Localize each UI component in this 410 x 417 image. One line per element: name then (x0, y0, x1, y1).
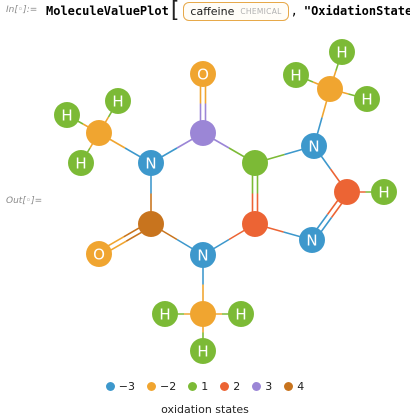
atom-c3a (242, 150, 268, 176)
entity-type-label: CHEMICAL (240, 6, 282, 16)
atom-symbol: H (75, 155, 86, 173)
open-bracket: [ (170, 0, 180, 23)
atom-symbol: H (235, 306, 246, 324)
legend-item: −2 (147, 380, 176, 393)
legend-label: 4 (297, 380, 305, 393)
atom-h1b: H (105, 88, 131, 114)
atom-h3a: H (152, 301, 178, 327)
atom-disc (283, 62, 309, 88)
atom-c6 (138, 211, 164, 237)
atom-h1c: H (68, 150, 94, 176)
atom-cm3 (190, 301, 216, 327)
atom-disc (317, 76, 343, 102)
legend-swatch-icon (147, 382, 156, 391)
atom-disc (86, 241, 112, 267)
output-cell-label: Out[◦]= (6, 196, 43, 206)
entity-name: caffeine (190, 4, 235, 18)
atom-otop: O (190, 61, 216, 87)
atom-disc (354, 86, 380, 112)
atom-h7b: H (329, 39, 355, 65)
atom-cm1 (86, 120, 112, 146)
atom-symbol: H (159, 306, 170, 324)
atom-disc (371, 179, 397, 205)
molecule-plot: O N O N N N H H H H H H H H H H (54, 39, 397, 364)
legend: −3 −2 1 2 3 4 (0, 380, 410, 393)
atom-h7a: H (283, 62, 309, 88)
atom-disc (138, 150, 164, 176)
atom-disc (190, 301, 216, 327)
atom-c8 (334, 179, 360, 205)
atom-disc (68, 150, 94, 176)
legend-label: −3 (118, 380, 135, 393)
atom-symbol: N (197, 247, 208, 265)
atom-o6: O (86, 241, 112, 267)
atom-disc (301, 133, 327, 159)
atom-disc (105, 88, 131, 114)
atom-symbol: H (290, 67, 301, 85)
atom-disc (228, 301, 254, 327)
atom-symbol: H (336, 44, 347, 62)
atom-disc (334, 179, 360, 205)
atom-symbol: O (93, 246, 105, 264)
atom-disc (242, 211, 268, 237)
atom-h8: H (371, 179, 397, 205)
legend-label: 2 (233, 380, 241, 393)
atom-h3c: H (190, 338, 216, 364)
atom-n1: N (138, 150, 164, 176)
argument-separator: , (290, 4, 298, 18)
atom-symbol: N (145, 155, 156, 173)
atom-disc (190, 338, 216, 364)
atom-symbol: N (306, 232, 317, 250)
legend-swatch-icon (284, 382, 294, 391)
atom-disc (329, 39, 355, 65)
input-cell-label: In[◦]:= (6, 5, 38, 15)
atom-cm7 (317, 76, 343, 102)
atom-symbol: O (197, 66, 209, 84)
atom-n3: N (190, 242, 216, 268)
atom-disc (54, 102, 80, 128)
atom-ctop (190, 120, 216, 146)
atom-symbol: H (361, 91, 372, 109)
legend-item: 2 (220, 380, 240, 393)
atom-n7: N (301, 133, 327, 159)
atom-symbol: H (61, 107, 72, 125)
legend-title: oxidation states (161, 403, 249, 416)
atom-disc (86, 120, 112, 146)
atoms-layer: O N O N N N H H H H H H H H H H (54, 39, 397, 364)
legend-swatch-icon (188, 382, 198, 391)
legend-swatch-icon (220, 382, 230, 391)
atom-disc (190, 242, 216, 268)
legend-swatch-icon (105, 382, 115, 391)
atom-n9: N (299, 227, 325, 253)
legend-swatch-icon (252, 382, 262, 391)
input-expression[interactable]: MoleculeValuePlot [ caffeine CHEMICAL , … (46, 0, 410, 23)
atom-symbol: N (308, 138, 319, 156)
atom-symbol: H (197, 343, 208, 361)
atom-h7c: H (354, 86, 380, 112)
legend-label: 3 (265, 380, 273, 393)
atom-symbol: H (378, 184, 389, 202)
atom-c7a (242, 211, 268, 237)
property-string: "OxidationState" (303, 4, 410, 18)
atom-disc (152, 301, 178, 327)
atom-disc (299, 227, 325, 253)
atom-disc (242, 150, 268, 176)
atom-disc (190, 61, 216, 87)
legend-item: 1 (188, 380, 208, 393)
atom-h3b: H (228, 301, 254, 327)
atom-disc (138, 211, 164, 237)
legend-item: −3 (105, 380, 135, 393)
atom-h1a: H (54, 102, 80, 128)
function-name: MoleculeValuePlot (46, 4, 169, 18)
atom-symbol: H (112, 93, 123, 111)
legend-label: 1 (201, 380, 209, 393)
legend-label: −2 (160, 380, 177, 393)
legend-item: 3 (252, 380, 272, 393)
legend-item: 4 (284, 380, 304, 393)
atom-disc (190, 120, 216, 146)
entity-chip[interactable]: caffeine CHEMICAL (183, 1, 289, 21)
